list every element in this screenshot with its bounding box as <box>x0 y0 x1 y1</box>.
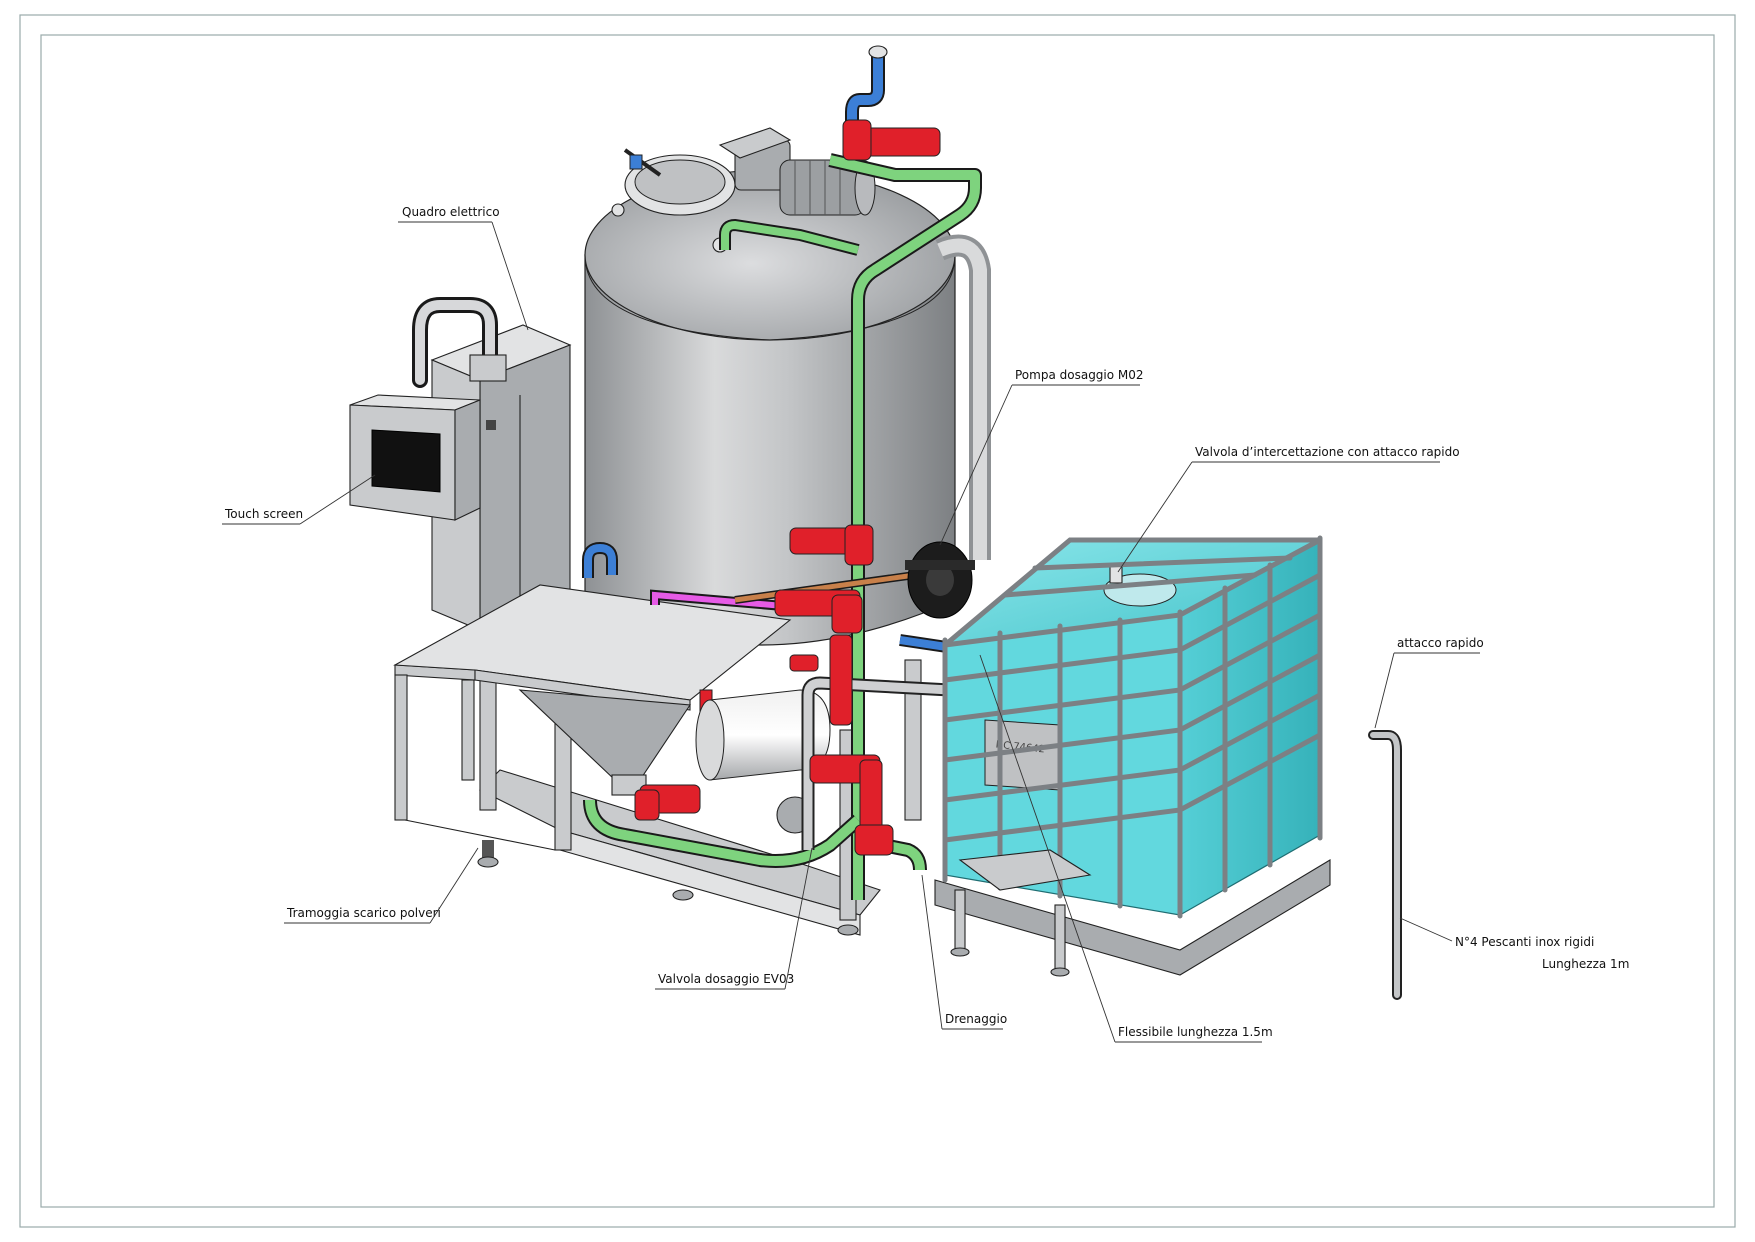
callout-attacco-rapido-text: attacco rapido <box>1397 636 1484 650</box>
mixing-vessel <box>584 127 956 646</box>
dip-tube <box>1368 730 1402 1000</box>
callout-attacco-rapido: attacco rapido <box>1374 636 1484 729</box>
callout-valvola-intercettazione: Valvola d’intercettazione con attacco ra… <box>1117 445 1460 573</box>
electrical-cabinet <box>412 297 572 631</box>
dosing-pump-m02 <box>905 541 975 619</box>
callout-valvola-dosaggio-text: Valvola dosaggio EV03 <box>658 972 794 986</box>
powder-hopper <box>393 584 792 851</box>
callout-quadro-elettrico: Quadro elettrico <box>398 205 529 331</box>
callout-drenaggio-text: Drenaggio <box>945 1012 1007 1026</box>
callout-valvola-intercettazione-text: Valvola d’intercettazione con attacco ra… <box>1195 445 1460 459</box>
callout-pescanti-line2: Lunghezza 1m <box>1542 957 1629 971</box>
callout-quadro-elettrico-text: Quadro elettrico <box>402 205 500 219</box>
callout-tramoggia-text: Tramoggia scarico polveri <box>286 906 441 920</box>
outer-border <box>19 14 1736 1228</box>
callout-pompa-dosaggio-text: Pompa dosaggio M02 <box>1015 368 1144 382</box>
valves <box>634 119 941 856</box>
callout-pescanti-line1: N°4 Pescanti inox rigidi <box>1455 935 1594 949</box>
callout-flessibile: Flessibile lunghezza 1.5m <box>979 654 1273 1043</box>
callout-pescanti: N°4 Pescanti inox rigidi Lunghezza 1m <box>1399 917 1629 971</box>
inner-border <box>40 34 1715 1208</box>
callout-valvola-dosaggio: Valvola dosaggio EV03 <box>655 847 813 990</box>
callout-drenaggio: Drenaggio <box>921 874 1007 1030</box>
callout-tramoggia: Tramoggia scarico polveri <box>284 847 479 924</box>
callout-touch-screen-text: Touch screen <box>224 507 303 521</box>
callout-flessibile-text: Flessibile lunghezza 1.5m <box>1118 1025 1273 1039</box>
ibc-tank: NC 74642 <box>934 535 1331 977</box>
callout-pompa-dosaggio: Pompa dosaggio M02 <box>939 368 1144 546</box>
touch-screen-panel <box>349 394 481 521</box>
callout-touch-screen: Touch screen <box>222 474 376 525</box>
